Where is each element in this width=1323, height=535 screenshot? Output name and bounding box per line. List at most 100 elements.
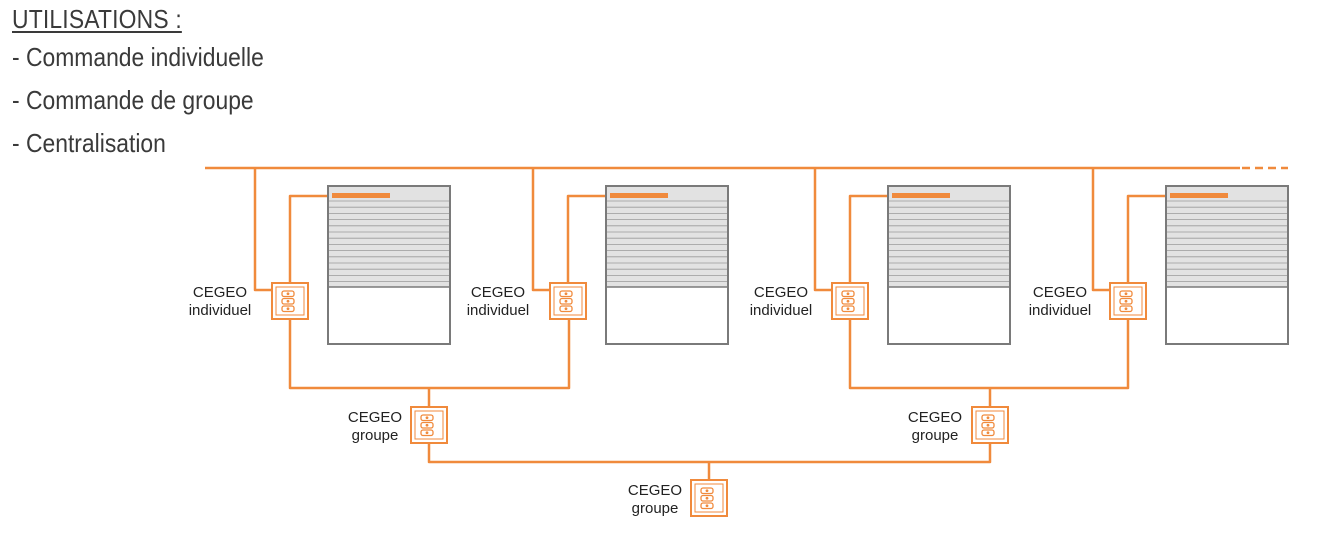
- group-1-cegeo-switch-icon-key: [420, 429, 434, 437]
- central-label-line1: CEGEO: [628, 482, 682, 499]
- usage-group: - Commande de groupe: [12, 85, 254, 115]
- unit-3-roller-shutter-icon-curtain: [889, 187, 1009, 287]
- unit-4-supply-wire: [1091, 168, 1110, 292]
- unit-3-roller-shutter-icon-motor-bar: [892, 193, 950, 198]
- unit-4-cegeo-switch-icon-key: [1119, 290, 1133, 298]
- unit-4-cegeo-switch-icon-frame: [1109, 282, 1147, 320]
- central-cegeo-switch-icon-dot: [705, 489, 709, 493]
- unit-3-individual-label-line1: CEGEO: [754, 284, 808, 301]
- group-1-label-line2: groupe: [352, 427, 399, 444]
- unit-1-cegeo-switch-icon-inner: [275, 286, 305, 316]
- unit-3-individual-label-line2: individuel: [750, 302, 813, 319]
- unit-2-roller-shutter-icon-curtain: [607, 187, 727, 287]
- unit-3-cegeo-switch-icon-key: [841, 305, 855, 313]
- unit-2-cegeo-switch-icon-inner: [553, 286, 583, 316]
- unit-4-motor-wire: [1126, 194, 1170, 283]
- group-1-cegeo-switch-icon-frame: [410, 406, 448, 444]
- unit-1-cegeo-switch-icon-key: [281, 290, 295, 298]
- unit-2-cegeo-switch-icon-key: [559, 290, 573, 298]
- usage-individual: - Commande individuelle: [12, 42, 264, 72]
- unit-3-supply-wire: [813, 168, 832, 292]
- unit-2-motor-wire: [566, 194, 610, 283]
- unit-3-cegeo-switch-icon-frame: [831, 282, 869, 320]
- unit-1-roller-shutter-icon-motor-bar: [332, 193, 390, 198]
- unit-1-individual-label-line1: CEGEO: [193, 284, 247, 301]
- unit-1-cegeo-switch-icon-key: [281, 297, 295, 305]
- group-1-cegeo-switch-icon-key: [420, 414, 434, 422]
- unit-2-individual-label-line1: CEGEO: [471, 284, 525, 301]
- unit-3-motor-wire: [848, 194, 892, 283]
- unit-2-roller-shutter-icon-motor-bar: [610, 193, 668, 198]
- group-1-cegeo-switch-icon-key: [420, 421, 434, 429]
- group-2-cegeo-switch-icon-dot: [986, 423, 990, 427]
- unit-4-individual-label-line2: individuel: [1029, 302, 1092, 319]
- unit-2-roller-shutter-icon: [605, 185, 729, 345]
- central-cegeo-switch-icon: [690, 479, 728, 517]
- group-2-cegeo-switch-icon-key: [981, 414, 995, 422]
- central-cegeo-switch-icon-inner: [694, 483, 724, 513]
- group-1-cegeo-switch-icon-dot: [425, 431, 429, 435]
- group-2-cegeo-switch-icon-dot: [986, 416, 990, 420]
- unit-3-roller-shutter-icon: [887, 185, 1011, 345]
- unit-1-motor-wire: [288, 194, 332, 283]
- central-cegeo-switch-icon-dot: [705, 496, 709, 500]
- unit-4-cegeo-switch-icon-dot: [1124, 292, 1128, 296]
- unit-1-cegeo-switch-icon-dot: [286, 292, 290, 296]
- group-1-cegeo-switch-icon-inner: [414, 410, 444, 440]
- unit-2-cegeo-switch-icon-dot: [564, 299, 568, 303]
- usages-list: UTILISATIONS : - Commande individuelle -…: [12, 2, 298, 165]
- unit-2-cegeo-switch-icon-frame: [549, 282, 587, 320]
- unit-2-cegeo-switch-icon-dot: [564, 307, 568, 311]
- group-2-cegeo-switch-icon-inner: [975, 410, 1005, 440]
- unit-2-cegeo-switch-icon: [549, 282, 587, 320]
- unit-2-cegeo-switch-icon-dot: [564, 292, 568, 296]
- unit-4-cegeo-switch-icon-inner: [1113, 286, 1143, 316]
- group-2-label-line1: CEGEO: [908, 409, 962, 426]
- unit-3-cegeo-switch-icon: [831, 282, 869, 320]
- unit-1-cegeo-switch-icon-frame: [271, 282, 309, 320]
- usage-central: - Centralisation: [12, 128, 166, 158]
- group-2-cegeo-switch-icon-key: [981, 421, 995, 429]
- central-label-line2: groupe: [632, 500, 679, 517]
- unit-3-cegeo-switch-icon-dot: [846, 299, 850, 303]
- group-2-cegeo-switch-icon: [971, 406, 1009, 444]
- group-2-cegeo-switch-icon-dot: [986, 431, 990, 435]
- unit-4-roller-shutter-icon: [1165, 185, 1289, 345]
- unit-4-cegeo-switch-icon-dot: [1124, 299, 1128, 303]
- unit-1-individual-label-line2: individuel: [189, 302, 252, 319]
- unit-4-roller-shutter-icon-motor-bar: [1170, 193, 1228, 198]
- unit-4-roller-shutter-icon-curtain: [1167, 187, 1287, 287]
- group-1-cegeo-switch-icon-dot: [425, 423, 429, 427]
- unit-3-cegeo-switch-icon-inner: [835, 286, 865, 316]
- unit-2-cegeo-switch-icon-key: [559, 297, 573, 305]
- unit-3-cegeo-switch-icon-key: [841, 297, 855, 305]
- unit-1-cegeo-switch-icon-key: [281, 305, 295, 313]
- group-2-cegeo-switch-icon-frame: [971, 406, 1009, 444]
- group-1-cegeo-switch-icon: [410, 406, 448, 444]
- unit-1-cegeo-switch-icon: [271, 282, 309, 320]
- unit-2-cegeo-switch-icon-key: [559, 305, 573, 313]
- group-2-cegeo-switch-icon-key: [981, 429, 995, 437]
- unit-1-supply-wire: [253, 168, 272, 292]
- unit-2-supply-wire: [531, 168, 550, 292]
- unit-1-roller-shutter-icon-curtain: [329, 187, 449, 287]
- unit-4-cegeo-switch-icon-key: [1119, 305, 1133, 313]
- group-1-cegeo-switch-icon-dot: [425, 416, 429, 420]
- unit-1-roller-shutter-icon: [327, 185, 451, 345]
- unit-4-cegeo-switch-icon-key: [1119, 297, 1133, 305]
- unit-1-cegeo-switch-icon-dot: [286, 299, 290, 303]
- unit-2-individual-label-line2: individuel: [467, 302, 530, 319]
- central-bus: [427, 443, 992, 464]
- central-cegeo-switch-icon-key: [700, 487, 714, 495]
- central-cegeo-switch-icon-dot: [705, 504, 709, 508]
- central-cegeo-switch-icon-frame: [690, 479, 728, 517]
- unit-4-individual-label-line1: CEGEO: [1033, 284, 1087, 301]
